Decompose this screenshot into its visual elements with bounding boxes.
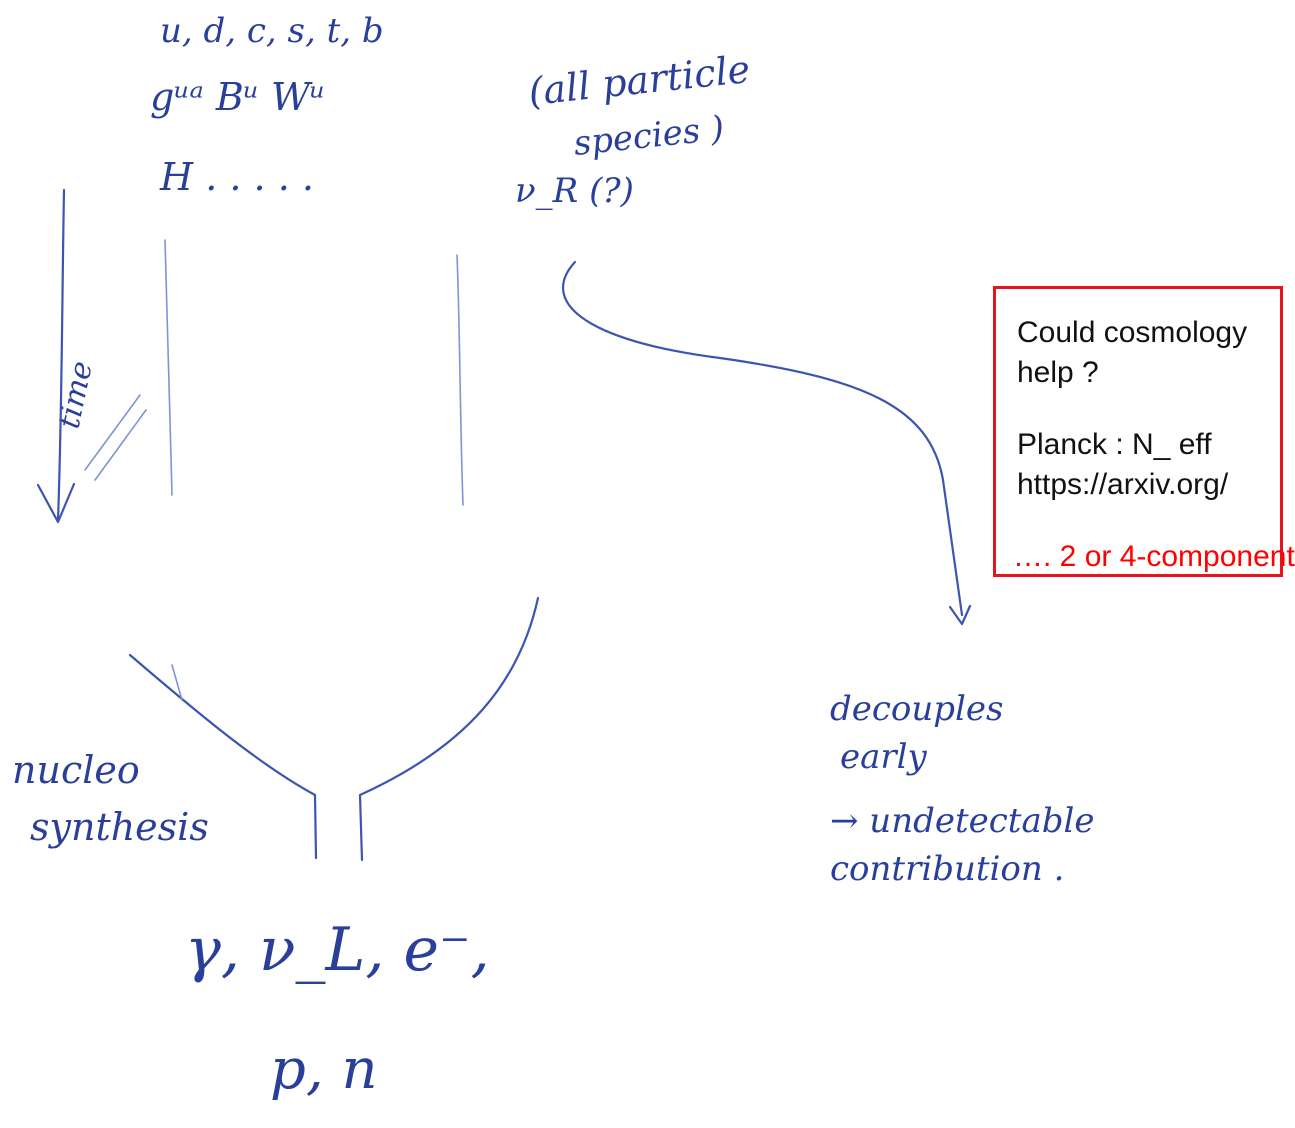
funnel-left-cone xyxy=(128,653,318,860)
bosons-note: gᵘᵃ Bᵘ Wᵘ xyxy=(150,75,325,119)
products-note-line1: γ, ν_L, e⁻, xyxy=(185,915,490,985)
higgs-note: H . . . . . xyxy=(159,155,314,199)
decouples-note-line2: early xyxy=(840,737,928,777)
time-arrow-head xyxy=(36,482,76,524)
slide-canvas: u, d, c, s, t, b gᵘᵃ Bᵘ Wᵘ H . . . . . (… xyxy=(12,11,1295,1102)
funnel-left-tick xyxy=(171,664,183,701)
products-note-line2: p, n xyxy=(270,1037,378,1102)
funnel-left-wall xyxy=(164,239,173,496)
handwritten-sketch: u, d, c, s, t, b gᵘᵃ Bᵘ Wᵘ H . . . . . (… xyxy=(12,11,1095,1102)
all-species-note-line1: (all particle xyxy=(526,47,752,114)
decouples-note-line3: → undetectable xyxy=(830,801,1095,841)
time-arrow-shaft xyxy=(56,188,66,522)
nu-r-branch-arrowhead xyxy=(948,604,972,626)
callout-line-question: Could cosmology xyxy=(1017,316,1248,349)
time-double-stroke-2 xyxy=(94,409,147,481)
callout-spacer xyxy=(1017,393,1280,425)
callout-line-component: …. 2 or 4-component xyxy=(1013,540,1295,573)
quarks-note: u, d, c, s, t, b xyxy=(160,11,384,51)
callout-line-planck: Planck : N_ eff xyxy=(1017,428,1212,461)
callout-spacer xyxy=(1017,505,1280,537)
decouples-note-line1: decouples xyxy=(830,689,1004,729)
nu-r-branch-curve xyxy=(562,260,964,617)
time-double-stroke-1 xyxy=(84,394,141,471)
nucleo-note-line1: nucleo xyxy=(12,748,140,792)
time-note: time xyxy=(52,358,100,432)
callout-arxiv-link[interactable]: https://arxiv.org/ xyxy=(1017,468,1229,501)
cosmology-callout: Could cosmology help ? Planck : N_ eff h… xyxy=(993,286,1295,577)
decouples-note-line4: contribution . xyxy=(830,849,1064,889)
nu-r-note: ν_R (?) xyxy=(515,171,634,211)
funnel-right-wall xyxy=(456,254,464,506)
nucleo-note-line2: synthesis xyxy=(30,805,209,849)
callout-line-help: help ? xyxy=(1017,356,1099,389)
funnel-right-cone xyxy=(358,596,540,862)
all-species-note-line2: species ) xyxy=(572,108,726,164)
